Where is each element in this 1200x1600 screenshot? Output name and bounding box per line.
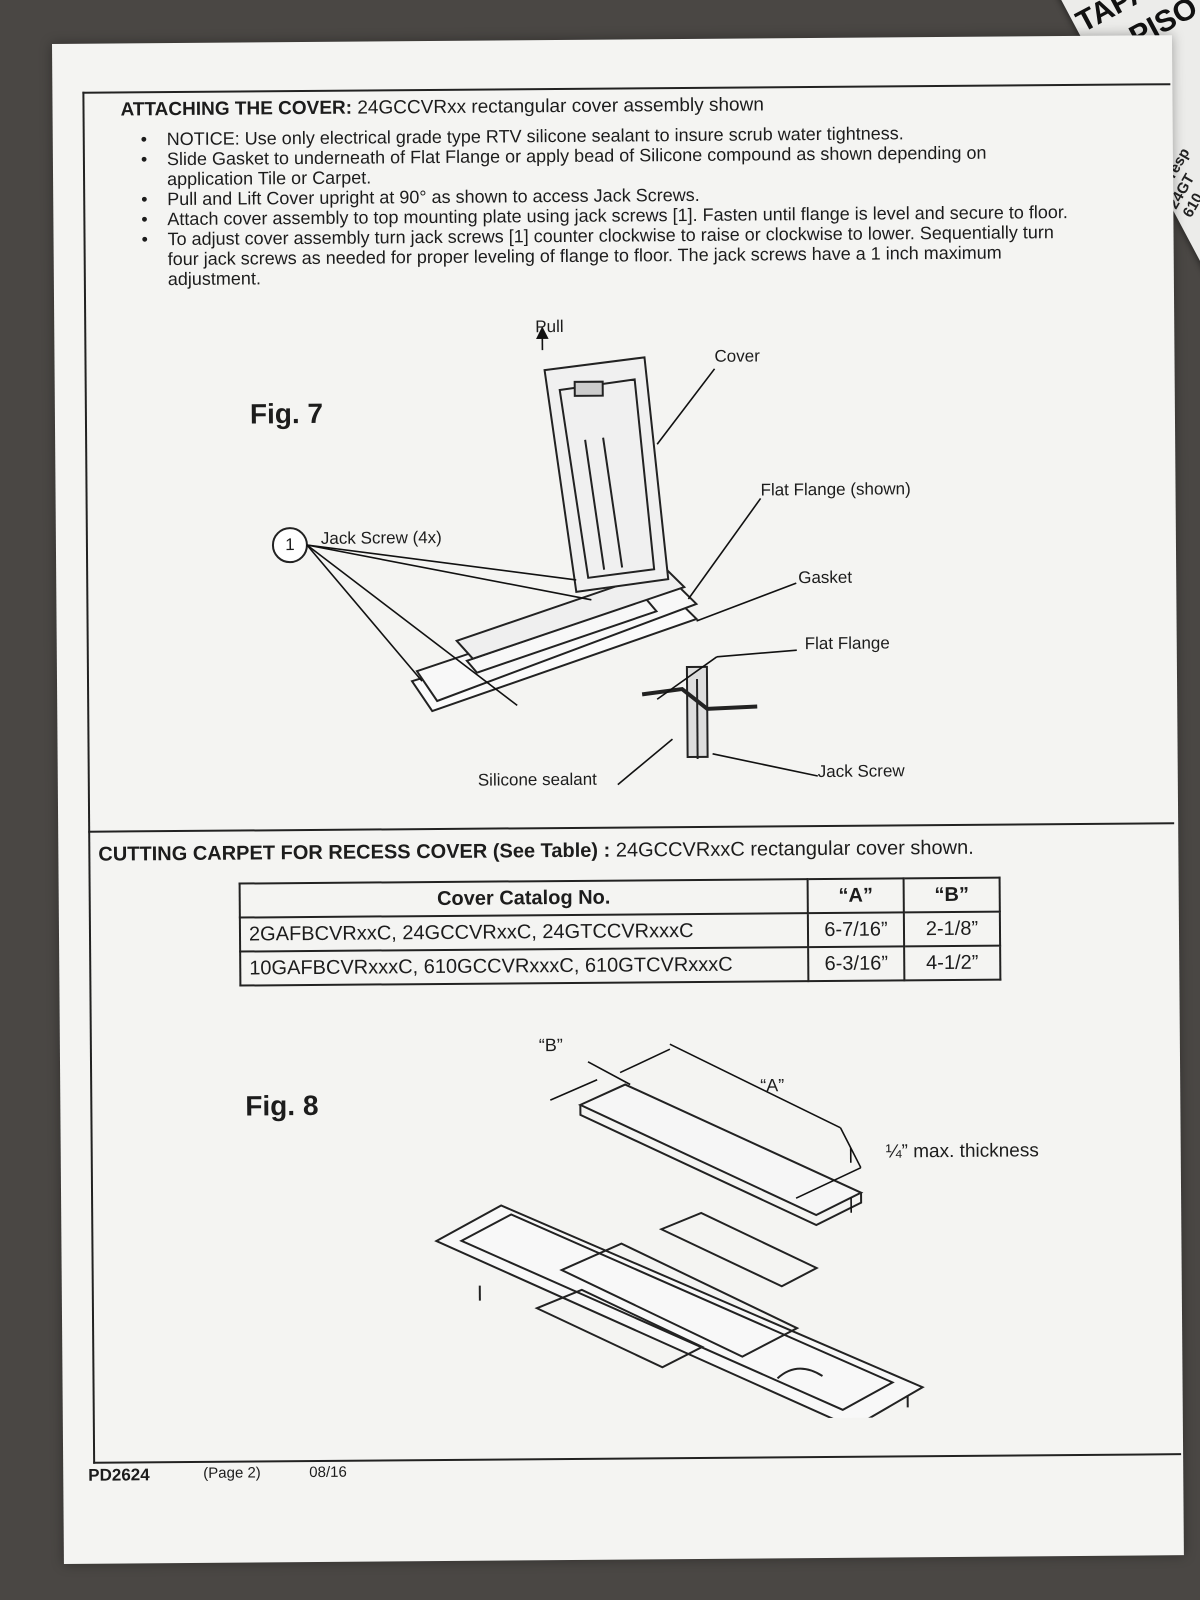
- flat-flange-shown-leader: [687, 497, 762, 600]
- section-heading-rest: 24GCCVRxxC rectangular cover shown.: [615, 836, 974, 862]
- dim-a-label: “A”: [760, 1075, 785, 1096]
- dim-a-line: [669, 1043, 841, 1129]
- fig7-leader-lines: [306, 326, 818, 786]
- footer-doc-number: PD2624: [88, 1465, 150, 1485]
- thickness-label: ¼” max. thickness: [885, 1140, 1039, 1163]
- thickness-ext: [795, 1166, 862, 1199]
- fig8-frame-outer: [434, 1204, 925, 1424]
- carpet-piece: [577, 1083, 864, 1217]
- fig7-flange-section: [641, 686, 758, 711]
- fig7-cover-panel: [543, 356, 670, 594]
- callout-item-number: 1: [285, 535, 295, 555]
- table-cell-a: 6-7/16”: [807, 912, 905, 948]
- table-header: “B”: [903, 877, 1000, 913]
- callout-silicone-sealant: Silicone sealant: [477, 769, 597, 790]
- table-cell-catalog: 10GAFBCVRxxxC, 610GCCVRxxxC, 610GTCVRxxx…: [240, 947, 809, 986]
- fig8-compartment-left: [534, 1288, 705, 1369]
- footer-date: 08/16: [309, 1463, 347, 1482]
- table-header: “A”: [807, 878, 904, 914]
- silicone-leader: [617, 738, 673, 786]
- jack-screw-4x-leader: [306, 544, 518, 707]
- flat-flange-leader: [716, 649, 797, 658]
- fig8-diagram: [434, 1043, 925, 1424]
- cover-leader: [656, 368, 716, 445]
- table-cell-a: 6-3/16”: [808, 946, 905, 982]
- fig7-cover-logo: [573, 380, 604, 397]
- footer-page: (Page 2): [203, 1464, 261, 1482]
- callout-pull: Pull: [535, 316, 564, 337]
- pull-arrowhead: [536, 326, 549, 340]
- dim-b-label: “B”: [538, 1035, 563, 1056]
- callout-gasket: Gasket: [798, 567, 853, 588]
- fig7-cover-inner: [558, 378, 656, 579]
- gasket-leader: [696, 582, 797, 622]
- jack-screw-4x-leader: [306, 544, 592, 601]
- jack-screw-4x-leader: [306, 544, 423, 682]
- callout-flat-flange-shown: Flat Flange (shown): [760, 479, 911, 500]
- flat-flange-leader-2: [656, 656, 718, 700]
- fig7-cover-rib: [584, 439, 606, 570]
- fig7-screw-axis: [696, 678, 699, 759]
- fig8-recess: [559, 1242, 800, 1358]
- table-cell-b: 4-1/2”: [904, 945, 1001, 981]
- fig8-dimension-lines: [549, 1043, 862, 1213]
- cover-dimension-table: Cover Catalog No. “A” “B” 2GAFBCVRxxC, 2…: [239, 877, 1002, 987]
- fig7-diagram: [271, 326, 818, 786]
- callout-flat-flange: Flat Flange: [804, 633, 890, 654]
- dim-b-ext: [587, 1061, 631, 1086]
- jack-screw-leader: [712, 753, 818, 777]
- dim-b-line: [549, 1079, 598, 1101]
- instruction-sheet: ATTACHING THE COVER: 24GCCVRxx rectangul…: [52, 35, 1184, 1564]
- fig8-cable-cutout: [776, 1367, 824, 1380]
- fig8-compartment-right: [658, 1211, 819, 1288]
- fig8-frame-inner: [459, 1213, 895, 1411]
- carpet-piece-edge: [579, 1104, 863, 1227]
- callout-jack-screw-4x: Jack Screw (4x): [320, 527, 442, 548]
- jack-screw-4x-leader: [306, 544, 577, 581]
- table-header: Cover Catalog No.: [239, 879, 808, 918]
- callout-jack-screw: Jack Screw: [817, 761, 905, 782]
- table-cell-catalog: 2GAFBCVRxxC, 24GCCVRxxC, 24GTCCVRxxxC: [239, 913, 809, 952]
- fig7-cover-rib: [602, 437, 624, 568]
- dim-b-ext-2: [619, 1048, 671, 1074]
- table-row: 10GAFBCVRxxxC, 610GCCVRxxxC, 610GTCVRxxx…: [240, 945, 1001, 986]
- callout-cover: Cover: [714, 346, 760, 366]
- table-cell-b: 2-1/8”: [903, 911, 1001, 947]
- section-heading-bold: CUTTING CARPET FOR RECESS COVER (See Tab…: [98, 839, 611, 866]
- fig7-mounting-plate: [454, 568, 687, 660]
